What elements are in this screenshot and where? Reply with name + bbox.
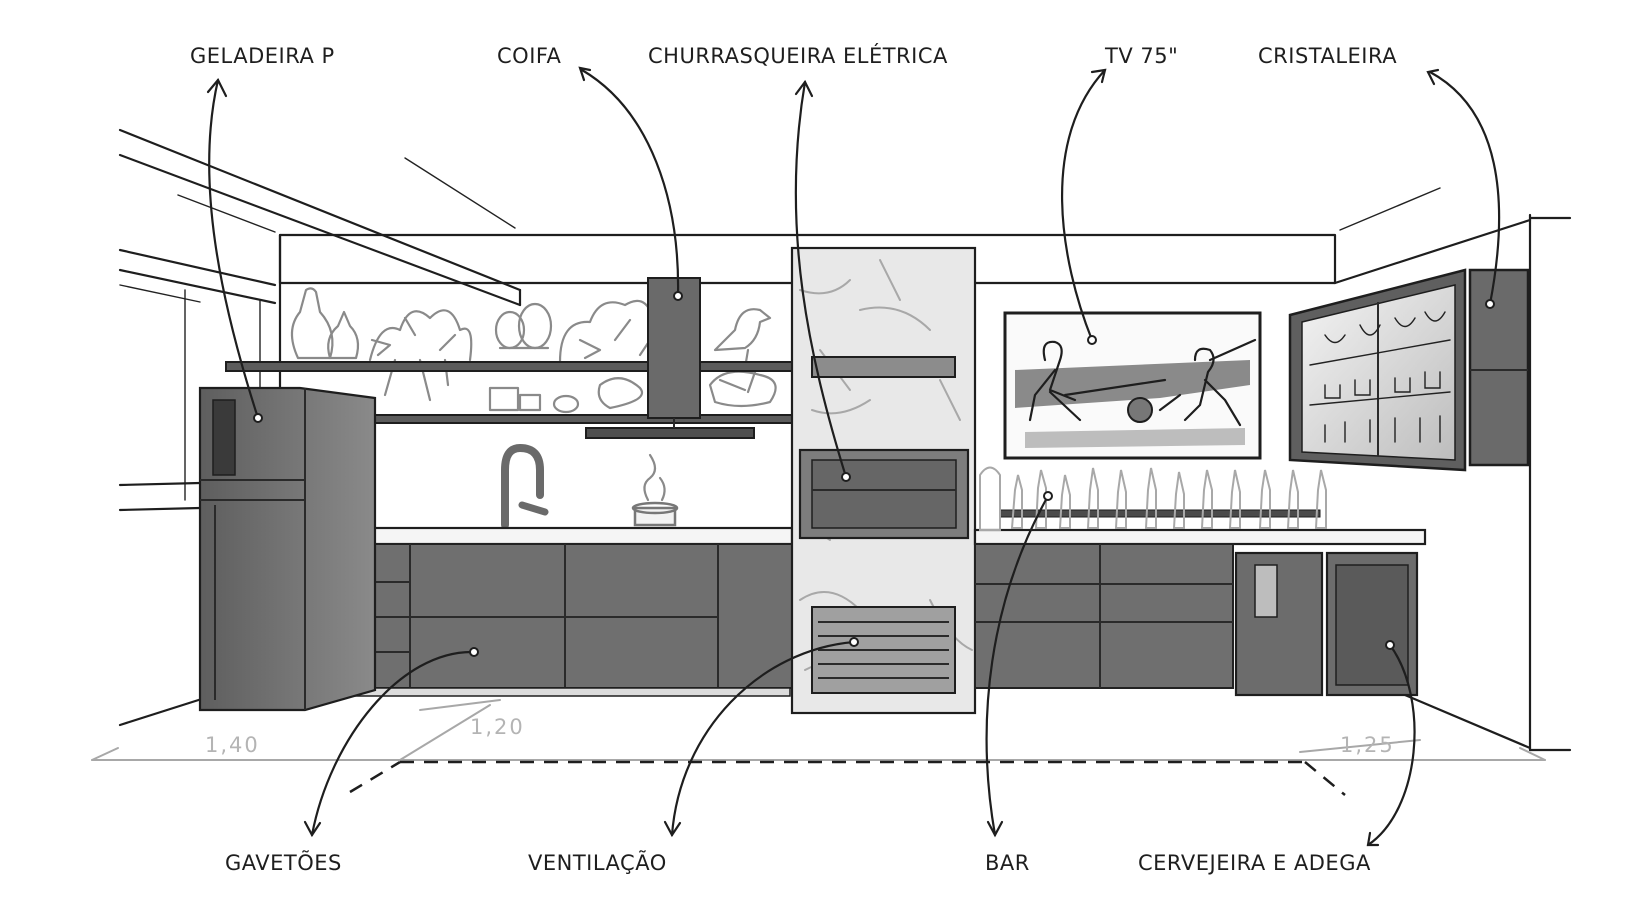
label-tv: TV 75"	[1104, 44, 1178, 68]
label-geladeira: GELADEIRA P	[190, 44, 335, 68]
label-gavetoes: GAVETÕES	[225, 849, 342, 875]
left-counter	[334, 526, 794, 697]
callout-arrows	[206, 66, 1501, 847]
range-hood	[585, 277, 755, 439]
sink-and-cooktop-items	[459, 443, 721, 540]
label-coifa: COIFA	[497, 44, 562, 68]
dimension-right: 1,25	[1340, 733, 1395, 757]
label-cervejeira: CERVEJEIRA E ADEGA	[1138, 851, 1371, 875]
label-churrasqueira: CHURRASQUEIRA ELÉTRICA	[648, 43, 948, 68]
fridge	[198, 386, 377, 712]
dimension-left: 1,40	[205, 733, 260, 757]
grill-column	[790, 246, 977, 715]
label-ventilacao: VENTILAÇÃO	[528, 849, 667, 875]
label-cristaleira: CRISTALEIRA	[1258, 44, 1397, 68]
room-structure	[118, 128, 1572, 752]
window	[118, 248, 277, 512]
right-counter	[973, 466, 1427, 697]
glass-cabinet	[1288, 268, 1530, 472]
label-bar: BAR	[985, 851, 1030, 875]
dimension-lines	[91, 699, 1546, 796]
tv	[1003, 311, 1262, 460]
dimension-left-depth: 1,20	[470, 715, 525, 739]
shelf-decor	[290, 287, 777, 414]
